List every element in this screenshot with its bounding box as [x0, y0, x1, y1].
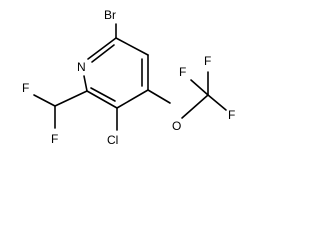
bond-c2-n — [83, 75, 88, 92]
bond-c3-c2-inner — [90, 87, 116, 102]
substituent-bonds — [33, 23, 227, 131]
atom-chlorine: Cl — [107, 133, 118, 147]
atom-bromine: Br — [104, 8, 116, 22]
atom-fluorine-cf3-right: F — [228, 108, 235, 122]
bond-cf3-f-right — [207, 94, 227, 111]
atom-fluorine-cf3-top: F — [204, 54, 211, 68]
atom-fluorine-chf2-left: F — [22, 81, 29, 95]
bond-o-cf3 — [181, 94, 209, 119]
atom-labels: Br N Cl O F F F F F — [22, 8, 235, 147]
bond-c6-c5 — [115, 37, 149, 56]
pyridine-ring — [83, 37, 149, 109]
bond-cf3-f-left — [190, 79, 209, 96]
bond-c4-o — [147, 89, 171, 104]
atom-fluorine-chf2-bottom: F — [51, 132, 58, 146]
bond-c2-chf2 — [54, 90, 88, 107]
atom-ether-oxygen: O — [172, 119, 181, 133]
bond-c6-n-inner — [91, 44, 115, 63]
bond-c3-c2 — [86, 90, 118, 109]
atom-fluorine-cf3-left: F — [179, 65, 186, 79]
bond-chf2-f-left — [33, 94, 56, 107]
bond-c4-c3 — [116, 89, 149, 109]
bond-n-c6 — [87, 37, 117, 60]
molecule-structure: Br N Cl O F F F F F — [22, 8, 235, 147]
atom-ring-nitrogen: N — [77, 60, 86, 74]
